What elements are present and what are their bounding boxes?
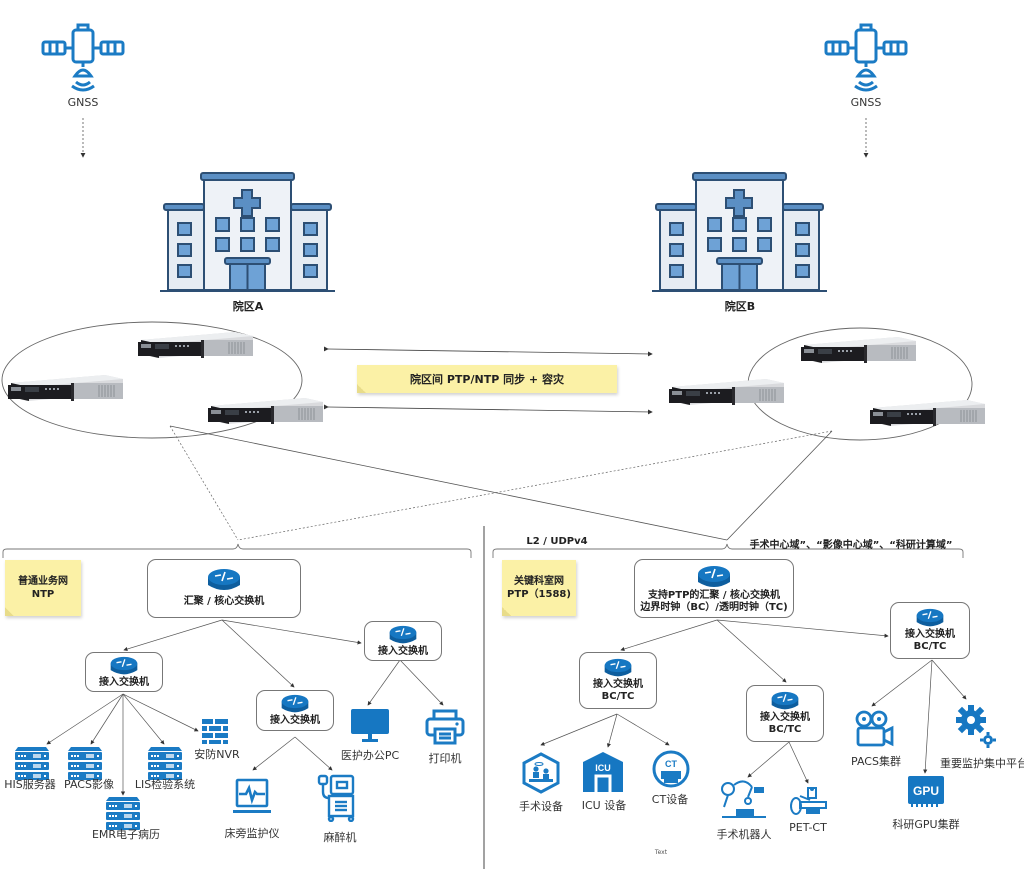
right-access-switch-2[interactable]: 接入交换机 BC/TC (746, 685, 824, 742)
surgery-equipment-icon (522, 752, 560, 794)
office-pc-label: 医护办公PC (340, 749, 400, 762)
surgical-robot-icon (721, 780, 766, 818)
a-to-left-net (169, 425, 239, 541)
left-access-switch-2-label: 接入交换机 (270, 715, 320, 726)
printer-label: 打印机 (428, 752, 462, 765)
time-server-b3 (869, 399, 986, 427)
time-server-a3 (207, 397, 324, 425)
right-net-sticky-line2: PTP（1588) (507, 589, 571, 600)
left-access-switch-3[interactable]: 接入交换机 (364, 621, 442, 661)
gnss-left: GNSS (40, 22, 126, 112)
right-access-switch-3-line2: BC/TC (913, 641, 947, 652)
inter-campus-note: 院区间 PTP/NTP 同步 + 容灾 (357, 365, 617, 393)
pacs-cluster-camera-icon (855, 710, 894, 747)
domains-label: 手术中心域”、“影像中心域”、“科研计算域” (749, 540, 953, 551)
right-core-switch[interactable]: 支持PTP的汇聚 / 核心交换机 边界时钟（BC）/透明时钟（TC) (634, 559, 794, 618)
ct-icon-text: CT (665, 759, 677, 769)
router-icon (771, 691, 799, 710)
left-access-switch-1-label: 接入交换机 (99, 677, 149, 688)
right-access-switch-1-line1: 接入交换机 (593, 679, 643, 690)
gpu-cluster-icon: GPU (908, 776, 944, 807)
campus-b: 院区B (652, 170, 827, 315)
firewall-nvr-icon (202, 719, 228, 744)
ct-equipment-icon: CT (652, 750, 690, 788)
monitoring-gear-icon (956, 705, 996, 748)
time-server-a2 (7, 374, 124, 402)
his-server-label: HIS服务器 (4, 778, 56, 791)
campus-a: 院区A (160, 170, 335, 315)
time-server-b1 (800, 336, 917, 364)
router-icon (207, 568, 241, 591)
gpu-icon-text: GPU (913, 784, 939, 798)
right-access-switch-1[interactable]: 接入交换机 BC/TC (579, 652, 657, 709)
router-icon (916, 608, 944, 627)
satellite-icon (824, 23, 908, 92)
right-core-switch-line1: 支持PTP的汇聚 / 核心交换机 (647, 590, 781, 601)
footer-text: Text (654, 849, 668, 856)
inter-campus-note-text: 院区间 PTP/NTP 同步 + 容灾 (410, 372, 564, 386)
right-access-switch-3[interactable]: 接入交换机 BC/TC (890, 602, 970, 659)
left-net-sticky-line2: NTP (31, 589, 55, 600)
router-icon (109, 656, 138, 675)
router-icon (697, 565, 731, 588)
inter-campus-link-bottom (323, 404, 653, 415)
office-pc-icon (351, 709, 389, 742)
emr-server-label: EMR电子病历 (91, 828, 161, 841)
icu-icon-text: ICU (595, 763, 611, 773)
ct-equipment-label: CT设备 (651, 793, 689, 806)
anesthesia-machine-label: 麻醉机 (323, 831, 357, 844)
gpu-cluster-label: 科研GPU集群 (892, 818, 960, 831)
right-access-switch-1-line2: BC/TC (601, 691, 635, 702)
time-server-b2 (668, 378, 785, 406)
hospital-building-icon (652, 172, 827, 292)
right-net-sticky-line1: 关键科室网 (513, 576, 564, 587)
right-access-switch-3-line1: 接入交换机 (905, 629, 955, 640)
anesthesia-machine-icon (317, 774, 355, 822)
left-core-switch-label: 汇聚 / 核心交换机 (183, 596, 265, 607)
nvr-label: 安防NVR (194, 748, 240, 761)
lis-server-label: LIS检验系统 (134, 778, 196, 791)
b-to-left-net (237, 430, 833, 541)
printer-icon (425, 709, 465, 745)
pacs-cluster-label: PACS集群 (851, 755, 901, 768)
time-server-a1 (137, 331, 254, 359)
icu-equipment-icon: ICU (583, 752, 623, 792)
router-icon (604, 658, 632, 677)
left-net-sticky-line1: 普通业务网 (18, 576, 68, 587)
router-icon (280, 694, 310, 713)
monitoring-platform-label: 重要监护集中平台 (940, 757, 1024, 770)
campus-b-label: 院区B (724, 300, 756, 313)
surgery-equipment-label: 手术设备 (519, 800, 563, 813)
gnss-left-label: GNSS (67, 96, 99, 109)
left-access-switch-3-label: 接入交换机 (378, 646, 428, 657)
icu-equipment-label: ICU 设备 (581, 799, 627, 812)
left-net-bracket (2, 543, 472, 558)
left-core-switch[interactable]: 汇聚 / 核心交换机 (147, 559, 301, 618)
campus-a-label: 院区A (232, 300, 264, 313)
b-to-right-net (726, 430, 833, 541)
satellite-icon (41, 23, 125, 92)
inter-campus-link-top (323, 346, 653, 357)
bedside-monitor-label: 床旁监护仪 (224, 827, 280, 840)
a-to-right-net (169, 425, 728, 541)
left-net-sticky: 普通业务网 NTP (5, 560, 81, 616)
gnss-right: GNSS (823, 22, 909, 112)
right-core-switch-line2: 边界时钟（BC）/透明时钟（TC) (640, 602, 788, 613)
left-access-switch-2[interactable]: 接入交换机 (256, 690, 334, 731)
hospital-building-icon (160, 172, 335, 292)
router-icon (388, 625, 418, 644)
right-net-sticky: 关键科室网 PTP（1588) (502, 560, 576, 616)
right-access-switch-2-line1: 接入交换机 (760, 712, 810, 723)
pet-ct-icon (790, 787, 827, 815)
right-access-switch-2-line2: BC/TC (768, 724, 802, 735)
pacs-server-label: PACS影像 (64, 778, 114, 791)
bedside-monitor-icon (233, 778, 271, 813)
protocol-label: L2 / UDPv4 (526, 536, 588, 547)
left-access-switch-1[interactable]: 接入交换机 (85, 652, 163, 692)
pet-ct-label: PET-CT (789, 821, 827, 834)
surgical-robot-label: 手术机器人 (716, 828, 772, 841)
gnss-right-label: GNSS (850, 96, 882, 109)
